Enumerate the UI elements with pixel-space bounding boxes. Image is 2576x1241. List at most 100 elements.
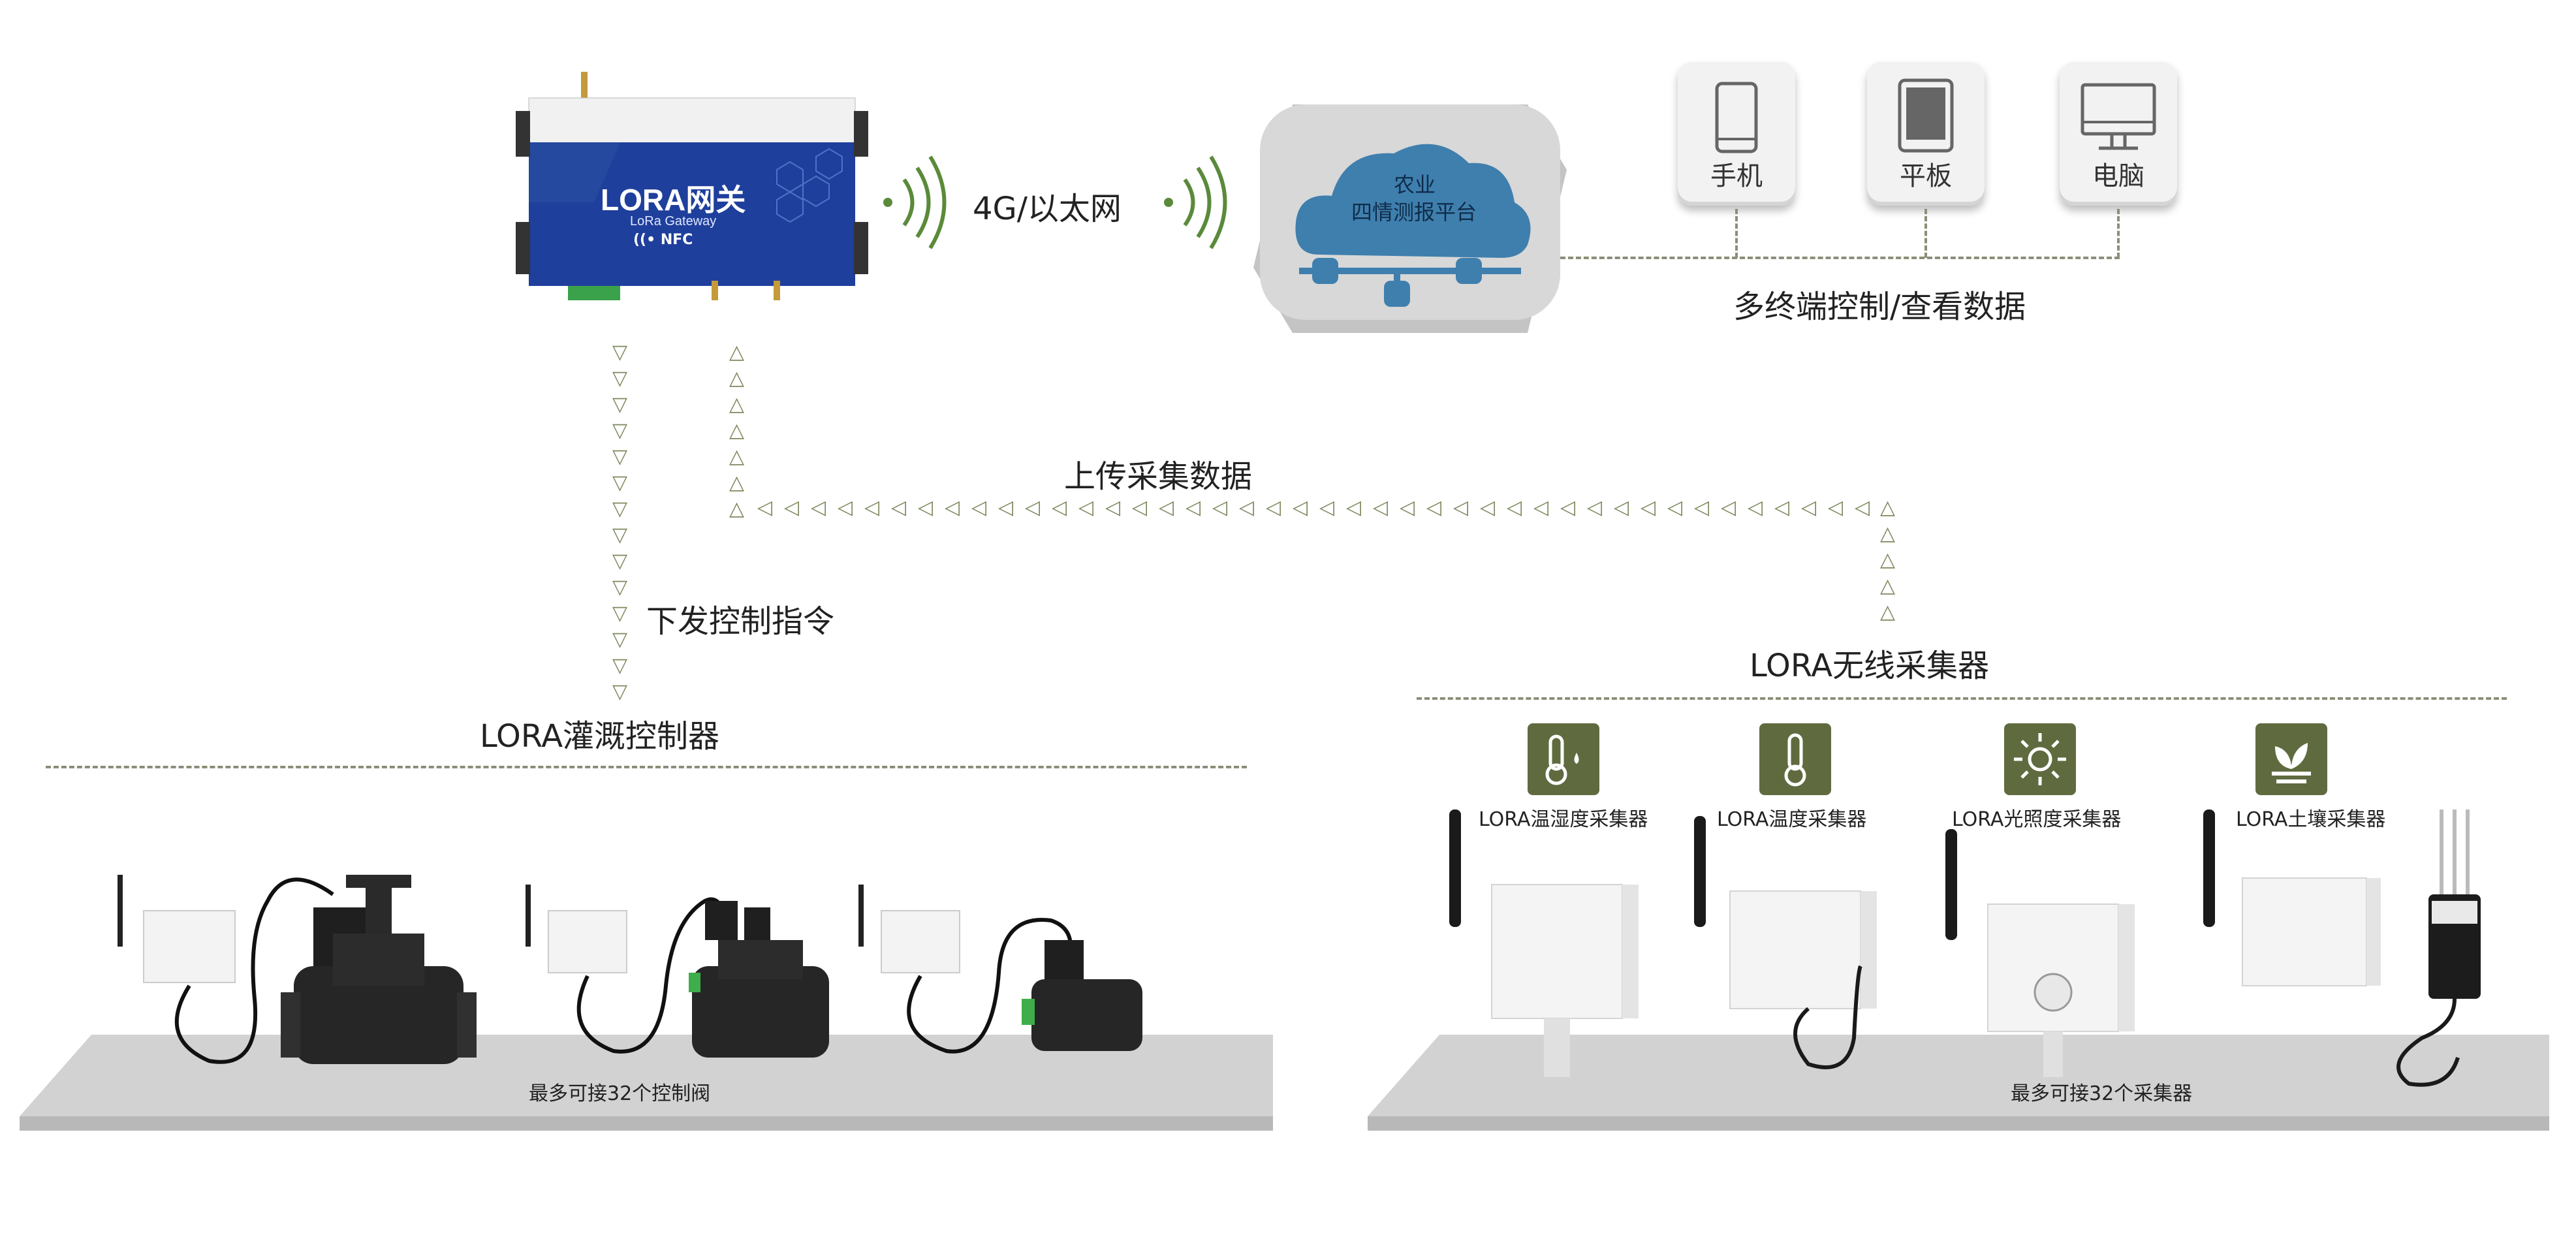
terminals-caption: 多终端控制/查看数据 bbox=[1733, 289, 2026, 325]
sun-icon bbox=[2004, 723, 2076, 795]
arrow-marker: ◁ bbox=[971, 496, 987, 519]
arrow-marker: ◁ bbox=[1480, 496, 1496, 519]
plant-icon bbox=[2255, 723, 2327, 795]
temperature-humidity-sensor bbox=[1446, 809, 1668, 1084]
light-sensor bbox=[1942, 829, 2164, 1090]
connector bbox=[1735, 209, 1738, 258]
gateway-nfc-label: ((• NFC bbox=[633, 232, 693, 248]
arrow-marker: ▽ bbox=[612, 602, 628, 625]
arrow-marker: ◁ bbox=[1721, 496, 1736, 519]
arrow-marker: ◁ bbox=[864, 496, 880, 519]
arrow-marker: ◁ bbox=[1266, 496, 1281, 519]
connector bbox=[1924, 209, 1927, 258]
cloud-title-line2: 四情测报平台 bbox=[1351, 200, 1477, 225]
arrow-marker: △ bbox=[729, 445, 745, 468]
arrow-marker: ▽ bbox=[612, 497, 628, 520]
section-divider bbox=[1417, 697, 2507, 700]
collector-section-title: LORA无线采集器 bbox=[1750, 648, 1990, 684]
arrow-marker: ▽ bbox=[612, 471, 628, 494]
arrow-marker: ◁ bbox=[1533, 496, 1549, 519]
terminal-phone[interactable]: 手机 bbox=[1678, 62, 1795, 206]
arrow-marker: △ bbox=[1880, 601, 1896, 623]
arrow-marker: ▽ bbox=[612, 680, 628, 703]
arrow-marker: ◁ bbox=[998, 496, 1014, 519]
arrow-marker: ◁ bbox=[1105, 496, 1121, 519]
arrow-marker: △ bbox=[729, 393, 745, 416]
arrow-marker: ◁ bbox=[1346, 496, 1362, 519]
arrow-marker: ◁ bbox=[1801, 496, 1817, 519]
link-label: 4G/以太网 bbox=[973, 191, 1122, 227]
arrow-marker: ◁ bbox=[1293, 496, 1308, 519]
controller-section-title: LORA灌溉控制器 bbox=[480, 718, 720, 755]
arrow-marker: ◁ bbox=[1025, 496, 1041, 519]
collector-label: LORA土壤采集器 bbox=[2236, 808, 2386, 831]
arrow-marker: ▽ bbox=[612, 341, 628, 364]
arrow-marker: ◁ bbox=[1641, 496, 1656, 519]
arrow-marker: ◁ bbox=[1774, 496, 1790, 519]
wireless-wave-left-icon bbox=[883, 155, 947, 249]
terminal-tablet[interactable]: 平板 bbox=[1867, 62, 1985, 206]
arrow-marker: ◁ bbox=[1186, 496, 1201, 519]
arrow-marker: ◁ bbox=[757, 496, 773, 519]
command-label: 下发控制指令 bbox=[646, 603, 835, 640]
cloud-title-line1: 农业 bbox=[1394, 172, 1436, 197]
arrow-marker: ◁ bbox=[891, 496, 907, 519]
arrow-marker: ◁ bbox=[1748, 496, 1763, 519]
arrow-marker: ▽ bbox=[612, 393, 628, 416]
arrow-marker: △ bbox=[1880, 574, 1896, 597]
section-divider bbox=[46, 766, 1247, 768]
controller-caption: 最多可接32个控制阀 bbox=[529, 1082, 711, 1105]
gateway-illustration bbox=[516, 72, 868, 300]
arrow-marker: △ bbox=[729, 419, 745, 442]
cloud-platform: 农业 四情测报平台 bbox=[1247, 91, 1573, 346]
temperature-sensor bbox=[1691, 816, 1913, 1090]
arrow-marker: ◁ bbox=[811, 496, 826, 519]
thermometer-icon bbox=[1759, 723, 1831, 795]
arrow-marker: ◁ bbox=[1694, 496, 1710, 519]
arrow-marker: △ bbox=[1880, 522, 1896, 545]
terminal-phone-label: 手机 bbox=[1710, 161, 1763, 191]
phone-icon bbox=[1715, 82, 1758, 153]
connector bbox=[2117, 209, 2120, 258]
gateway-title: LORA网关 bbox=[601, 183, 746, 217]
arrow-marker: ◁ bbox=[838, 496, 853, 519]
gateway-subtitle: LoRa Gateway bbox=[630, 214, 717, 228]
nfc-icon: ((• bbox=[633, 232, 656, 248]
collector-caption: 最多可接32个采集器 bbox=[2011, 1082, 2193, 1105]
arrow-marker: ◁ bbox=[1319, 496, 1335, 519]
connector bbox=[1560, 257, 2120, 259]
arrow-marker: ◁ bbox=[1507, 496, 1522, 519]
arrow-marker: ◁ bbox=[1373, 496, 1389, 519]
terminal-tablet-label: 平板 bbox=[1900, 161, 1952, 191]
arrow-marker: ▽ bbox=[612, 524, 628, 546]
monitor-icon bbox=[2081, 83, 2156, 150]
arrow-marker: △ bbox=[1880, 548, 1896, 571]
arrow-marker: ◁ bbox=[1855, 496, 1870, 519]
arrow-marker: ◁ bbox=[1614, 496, 1629, 519]
arrow-marker: ◁ bbox=[1587, 496, 1603, 519]
collector-label: LORA光照度采集器 bbox=[1952, 808, 2122, 831]
arrow-marker: ▽ bbox=[612, 367, 628, 390]
arrow-marker: ◁ bbox=[1078, 496, 1094, 519]
arrow-marker: ▽ bbox=[612, 445, 628, 468]
arrow-marker: ◁ bbox=[1400, 496, 1415, 519]
soil-sensor bbox=[2200, 803, 2481, 1090]
arrow-marker: △ bbox=[729, 471, 745, 494]
arrow-marker: △ bbox=[729, 367, 745, 390]
arrow-marker: ◁ bbox=[1212, 496, 1228, 519]
collector-label: LORA温度采集器 bbox=[1717, 808, 1867, 831]
lora-gateway: LORA网关 LoRa Gateway ((• NFC bbox=[516, 72, 868, 300]
terminal-computer[interactable]: 电脑 bbox=[2060, 62, 2177, 206]
arrow-marker: ▽ bbox=[612, 419, 628, 442]
arrow-marker: ▽ bbox=[612, 654, 628, 677]
arrow-marker: ◁ bbox=[1453, 496, 1469, 519]
arrow-marker: ◁ bbox=[1239, 496, 1255, 519]
wireless-wave-right-icon bbox=[1164, 155, 1227, 249]
arrow-marker: ▽ bbox=[612, 576, 628, 599]
arrow-marker: △ bbox=[729, 497, 745, 520]
irrigation-controller bbox=[522, 875, 849, 1071]
terminal-computer-label: 电脑 bbox=[2092, 161, 2144, 191]
arrow-marker: ▽ bbox=[612, 550, 628, 573]
tablet-icon bbox=[1898, 78, 1954, 153]
arrow-marker: ◁ bbox=[1828, 496, 1844, 519]
